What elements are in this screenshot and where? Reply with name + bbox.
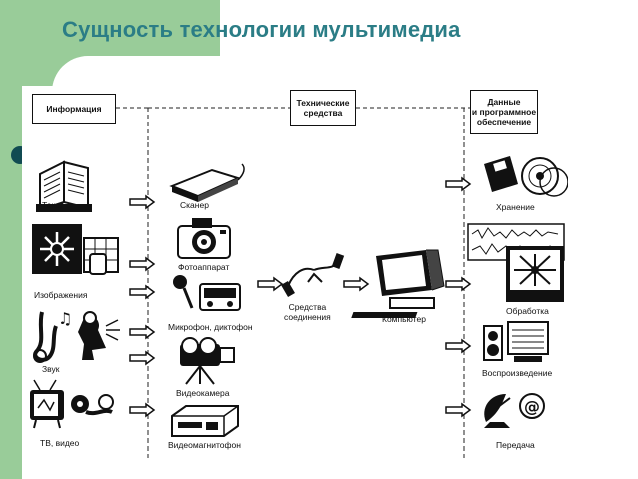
arrow-sound-to-mic bbox=[129, 324, 156, 340]
arrow-image-to-recorder bbox=[129, 284, 156, 300]
label-tv-video: ТВ, видео bbox=[40, 438, 80, 448]
microphone-recorder-icon bbox=[173, 275, 241, 311]
slide-title: Сущность технологии мультимедиа bbox=[62, 17, 461, 42]
label-transfer: Передача bbox=[496, 440, 535, 450]
arrow-image-to-camera bbox=[129, 256, 156, 272]
label-computer: Компьютер bbox=[382, 314, 426, 324]
vcr-icon bbox=[171, 405, 239, 437]
waveform-monitor-icon bbox=[467, 223, 565, 302]
label-videocamera: Видеокамера bbox=[176, 388, 230, 398]
satellite-dish-icon: @ bbox=[484, 393, 545, 428]
camera-icon bbox=[177, 218, 231, 259]
arrow-to-storage bbox=[445, 176, 472, 192]
arrow-to-playback bbox=[445, 338, 472, 354]
svg-text:@: @ bbox=[524, 397, 540, 416]
decor-left-stripe bbox=[0, 0, 22, 479]
label-processing: Обработка bbox=[506, 306, 549, 316]
arrow-to-processing bbox=[445, 276, 472, 292]
svg-text:♫: ♫ bbox=[58, 309, 72, 328]
diskette-cd-icon bbox=[484, 156, 568, 197]
connector-cables-icon bbox=[281, 253, 345, 298]
header-info: Информация bbox=[32, 94, 116, 124]
label-scanner: Сканер bbox=[180, 200, 209, 210]
label-text: Текст bbox=[42, 200, 64, 210]
arrow-to-connectors bbox=[257, 276, 284, 292]
label-mic-recorder: Микрофон, диктофон bbox=[168, 322, 253, 332]
speakers-monitor-icon bbox=[483, 321, 549, 362]
computer-icon bbox=[351, 249, 445, 318]
arrow-text-to-scanner bbox=[129, 194, 156, 210]
arrow-tv-to-vcr bbox=[129, 402, 156, 418]
multimedia-diagram: ♫ bbox=[22, 86, 568, 466]
flower-image-icon bbox=[32, 224, 119, 275]
label-storage: Хранение bbox=[496, 202, 535, 212]
scanner-icon bbox=[169, 163, 245, 202]
label-vcr: Видеомагнитофон bbox=[168, 440, 241, 450]
tv-film-icon bbox=[30, 379, 114, 429]
label-images: Изображения bbox=[34, 290, 88, 300]
label-camera: Фотоаппарат bbox=[178, 262, 230, 272]
arrow-to-computer bbox=[343, 276, 370, 292]
arrow-sound-to-videocam bbox=[129, 350, 156, 366]
arrow-to-transfer bbox=[445, 402, 472, 418]
header-tech: Технические средства bbox=[290, 90, 356, 126]
header-data: Данные и программное обеспечение bbox=[470, 90, 538, 134]
label-playback: Воспроизведение bbox=[482, 368, 553, 378]
videocamera-icon bbox=[180, 337, 235, 385]
saxophone-music-icon: ♫ bbox=[33, 309, 120, 363]
label-connection: Средства соединения bbox=[284, 302, 331, 322]
book-icon bbox=[36, 160, 92, 212]
label-sound: Звук bbox=[42, 364, 60, 374]
diagram-graphics: ♫ bbox=[30, 107, 568, 458]
